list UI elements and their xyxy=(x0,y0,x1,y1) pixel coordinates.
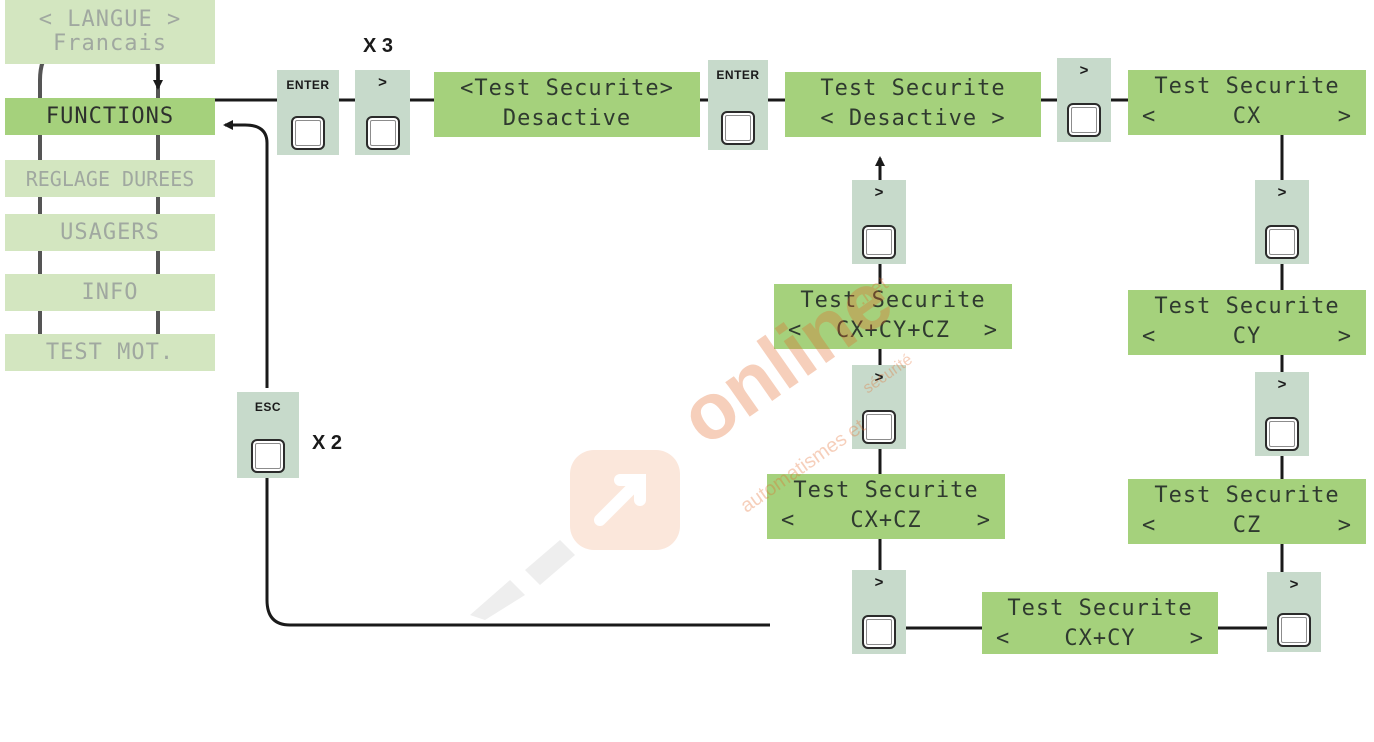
display-cxcy-right: > xyxy=(1189,626,1204,651)
next-button-icon[interactable] xyxy=(1265,417,1299,451)
info-label: INFO xyxy=(81,280,139,305)
display-entry-line1: <Test Securite> xyxy=(460,76,674,101)
display-cy-left: < xyxy=(1142,324,1157,349)
display-cxcycz-value: CX+CY+CZ xyxy=(836,318,950,343)
functions-label: FUNCTIONS xyxy=(45,104,175,129)
esc-label: ESC xyxy=(254,400,282,414)
test-mot-label: TEST MOT. xyxy=(45,340,175,365)
next-label: > xyxy=(874,574,884,591)
language-loop xyxy=(38,36,160,368)
display-entry: <Test Securite> Desactive xyxy=(434,72,700,137)
display-cz-left: < xyxy=(1142,513,1157,538)
next-button-icon[interactable] xyxy=(862,410,896,444)
next-button-icon[interactable] xyxy=(862,225,896,259)
next-button-icon[interactable] xyxy=(1067,103,1101,137)
next-label: > xyxy=(1277,376,1287,393)
display-selected-line2: < Desactive > xyxy=(820,106,1006,131)
display-cxcy-left: < xyxy=(996,626,1011,651)
next-key-right-1[interactable]: > xyxy=(1255,180,1309,264)
display-cx-right: > xyxy=(1337,104,1352,129)
next-key-top[interactable]: > xyxy=(1057,58,1111,142)
display-cxcy: Test Securite < CX+CY > xyxy=(982,592,1218,654)
menu-item-reglage-durees[interactable]: REGLAGE DUREES xyxy=(5,160,215,197)
display-cx: Test Securite < CX > xyxy=(1128,70,1366,135)
menu-flow-diagram: < LANGUE > Francais FUNCTIONS REGLAGE DU… xyxy=(5,0,1366,654)
display-cz-line1: Test Securite xyxy=(1154,483,1340,508)
display-cz: Test Securite < CZ > xyxy=(1128,479,1366,544)
display-cy-value: CY xyxy=(1232,324,1262,349)
enter-key-1[interactable]: ENTER xyxy=(277,70,339,155)
next-button-icon[interactable] xyxy=(862,615,896,649)
display-cxcycz-left: < xyxy=(788,318,803,343)
next-key-right-2[interactable]: > xyxy=(1255,372,1309,456)
display-entry-line2: Desactive xyxy=(502,106,632,131)
display-cxcz-left: < xyxy=(781,508,796,533)
enter-label: ENTER xyxy=(286,78,330,92)
reglage-durees-label: REGLAGE DUREES xyxy=(25,166,195,191)
repeat-x3-label: X 3 xyxy=(363,35,394,57)
next-label: > xyxy=(1289,576,1299,593)
display-cxcycz-line1: Test Securite xyxy=(800,288,986,313)
display-cz-value: CZ xyxy=(1232,513,1262,538)
menu-item-langue[interactable]: < LANGUE > Francais xyxy=(5,0,215,64)
menu-item-usagers[interactable]: USAGERS xyxy=(5,214,215,251)
next-button-icon[interactable] xyxy=(1277,613,1311,647)
usagers-label: USAGERS xyxy=(60,220,160,245)
langue-label: < LANGUE > xyxy=(38,7,182,32)
esc-button-icon[interactable] xyxy=(251,439,285,473)
display-cxcz-right: > xyxy=(976,508,991,533)
next-label: > xyxy=(378,74,387,91)
repeat-x2-label: X 2 xyxy=(312,432,343,454)
enter-button-icon[interactable] xyxy=(291,116,325,150)
display-cx-value: CX xyxy=(1232,104,1262,129)
next-label: > xyxy=(1079,62,1089,79)
display-cxcz-line1: Test Securite xyxy=(793,478,979,503)
next-button-icon[interactable] xyxy=(365,116,400,150)
langue-value: Francais xyxy=(53,31,167,56)
enter-label: ENTER xyxy=(716,68,760,82)
display-selected-line1: Test Securite xyxy=(820,76,1006,101)
next-key-mid-2[interactable]: > xyxy=(852,365,906,449)
next-label: > xyxy=(874,369,884,386)
next-key-bottom-mid[interactable]: > xyxy=(852,570,906,654)
display-cy-right: > xyxy=(1337,324,1352,349)
display-cxcycz: Test Securite < CX+CY+CZ > xyxy=(774,284,1012,349)
display-cx-left: < xyxy=(1142,104,1157,129)
menu-item-functions[interactable]: FUNCTIONS xyxy=(5,98,215,135)
enter-key-2[interactable]: ENTER xyxy=(708,60,768,150)
display-cz-right: > xyxy=(1337,513,1352,538)
display-cxcz-value: CX+CZ xyxy=(850,508,922,533)
esc-key[interactable]: ESC xyxy=(237,392,299,478)
enter-button-icon[interactable] xyxy=(721,111,755,145)
display-cxcy-line1: Test Securite xyxy=(1007,596,1193,621)
next-label: > xyxy=(1277,184,1287,201)
next-key-mid-1[interactable]: > xyxy=(852,180,906,264)
display-cy: Test Securite < CY > xyxy=(1128,290,1366,355)
display-cxcycz-right: > xyxy=(983,318,998,343)
display-cy-line1: Test Securite xyxy=(1154,294,1340,319)
display-cxcy-value: CX+CY xyxy=(1064,626,1136,651)
menu-item-test-mot[interactable]: TEST MOT. xyxy=(5,334,215,371)
next-button-icon[interactable] xyxy=(1265,225,1299,259)
next-key-1[interactable]: > xyxy=(355,70,410,155)
next-label: > xyxy=(874,184,884,201)
display-cx-line1: Test Securite xyxy=(1154,74,1340,99)
next-key-bottom-right[interactable]: > xyxy=(1267,572,1321,652)
display-cxcz: Test Securite < CX+CZ > xyxy=(767,474,1005,539)
menu-item-info[interactable]: INFO xyxy=(5,274,215,311)
display-selected: Test Securite < Desactive > xyxy=(785,72,1041,137)
